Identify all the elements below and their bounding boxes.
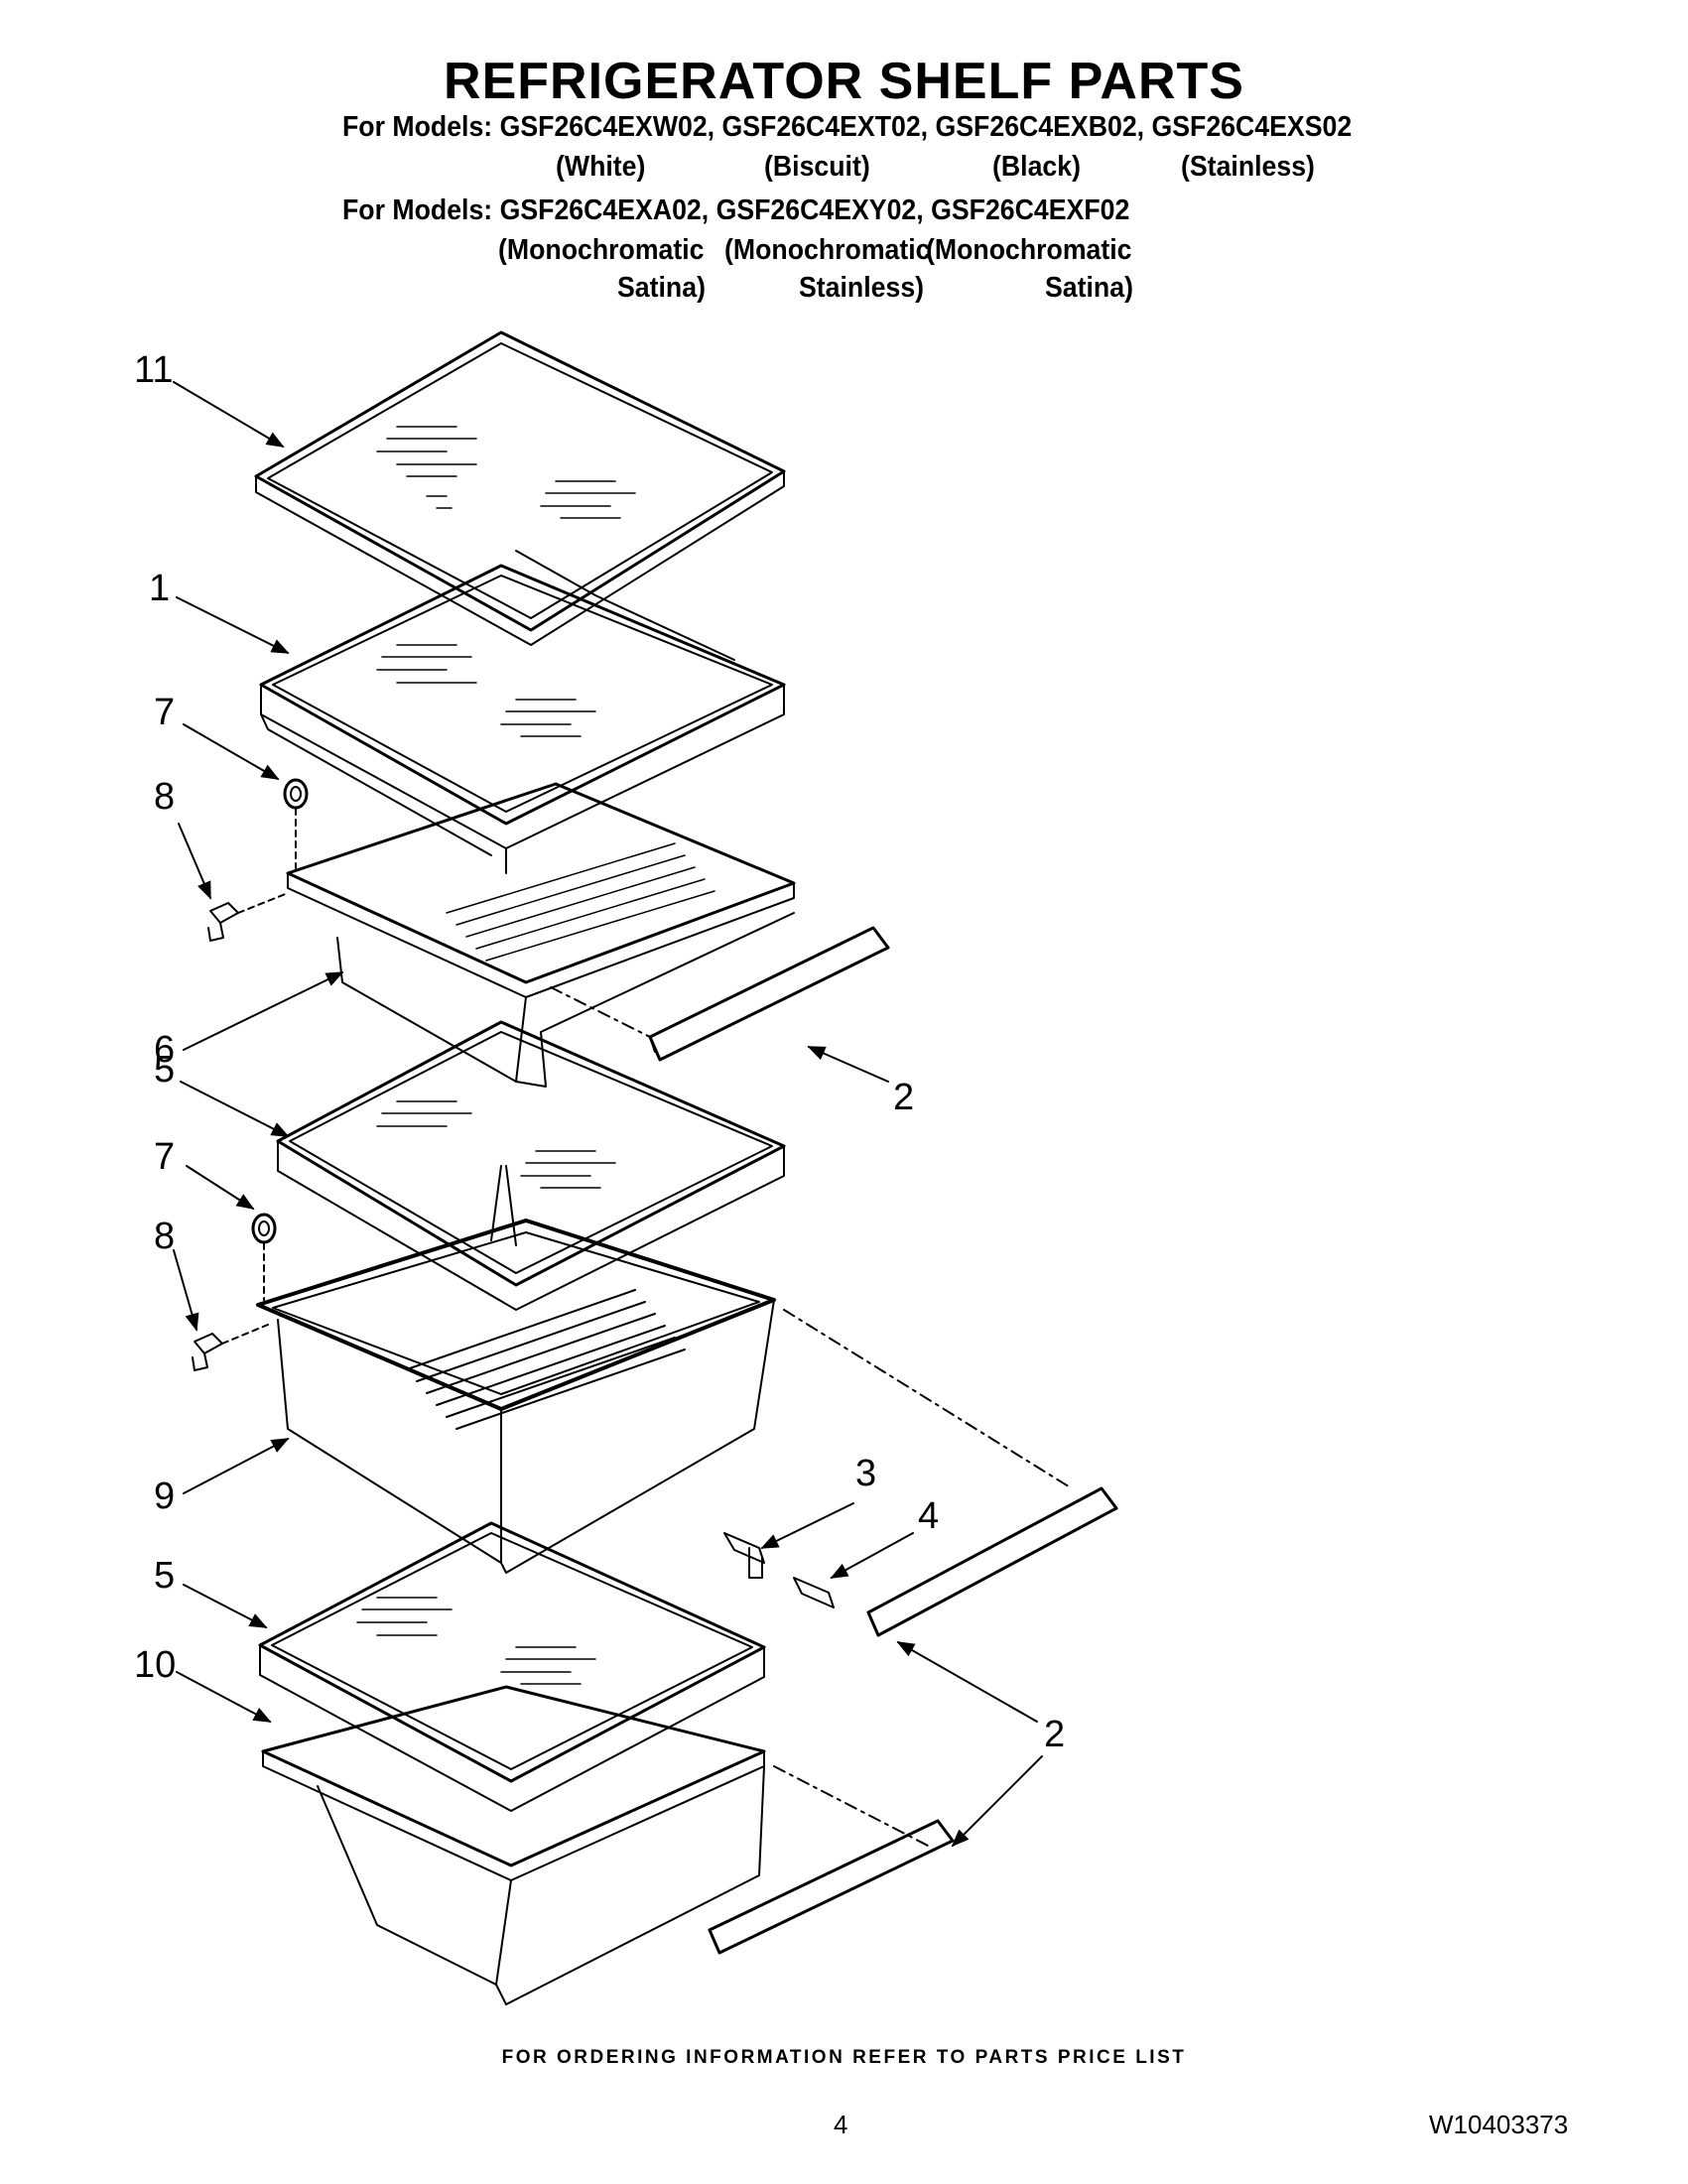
callout-2-lower: 2	[1044, 1714, 1065, 1755]
leader-lines	[173, 381, 1043, 1848]
callout-2-upper: 2	[893, 1077, 914, 1118]
color-white: (White)	[556, 151, 646, 183]
color-satina-1: Satina)	[617, 272, 706, 304]
callout-7-upper: 7	[154, 692, 175, 733]
part-10-bottom-drawer	[261, 1685, 929, 2005]
page-title: REFRIGERATOR SHELF PARTS	[444, 53, 1244, 110]
callout-5-lower: 5	[154, 1555, 175, 1597]
part-4-clip	[793, 1577, 835, 1608]
part-9-crisper-drawer	[256, 1219, 1073, 1574]
part-8-screw-upper	[207, 808, 297, 942]
part-5-cover-lower	[258, 1521, 766, 1812]
part-7-roller-lower	[251, 1213, 277, 1244]
part-2-trim-upper	[550, 926, 890, 1062]
ordering-note: FOR ORDERING INFORMATION REFER TO PARTS …	[501, 2047, 1187, 2068]
callout-9: 9	[154, 1476, 175, 1517]
callout-10: 10	[134, 1644, 176, 1686]
color-black: (Black)	[992, 151, 1081, 183]
part-3-clip	[723, 1532, 765, 1579]
callout-4: 4	[918, 1495, 939, 1537]
callout-numbers: 11 1 7 8 6 5 2 7 8 9 3 4 5 10 2	[134, 349, 1065, 1755]
callout-5-upper: 5	[154, 1049, 175, 1091]
color-mono-3: (Monochromatic	[926, 234, 1132, 266]
page-number: 4	[834, 2110, 848, 2139]
part-8-screw-lower	[192, 1242, 269, 1371]
color-biscuit: (Biscuit)	[764, 151, 870, 183]
callout-7-lower: 7	[154, 1136, 175, 1178]
callout-11: 11	[134, 349, 173, 391]
color-stainless: (Stainless)	[1181, 151, 1315, 183]
models-line-1: For Models: GSF26C4EXW02, GSF26C4EXT02, …	[342, 111, 1353, 143]
part-5-cover-upper	[276, 1020, 786, 1311]
color-stainless-2: Stainless)	[799, 272, 925, 304]
callout-8-upper: 8	[154, 776, 175, 818]
part-11-glass-shelf	[254, 330, 786, 646]
callout-6: 6	[154, 1029, 175, 1071]
color-mono-1: (Monochromatic	[498, 234, 705, 266]
models-line-2: For Models: GSF26C4EXA02, GSF26C4EXY02, …	[342, 194, 1130, 226]
callout-3: 3	[855, 1453, 876, 1494]
document-number: W10403373	[1429, 2110, 1569, 2139]
part-7-roller-upper	[283, 778, 309, 810]
part-2-trim-middle	[866, 1486, 1118, 1637]
callout-8-lower: 8	[154, 1216, 175, 1257]
color-satina-2: Satina)	[1045, 272, 1133, 304]
part-1-shelf	[259, 550, 786, 874]
color-mono-2: (Monochromatic	[724, 234, 931, 266]
callout-1: 1	[149, 568, 170, 609]
part-6-upper-drawer	[286, 782, 796, 1088]
